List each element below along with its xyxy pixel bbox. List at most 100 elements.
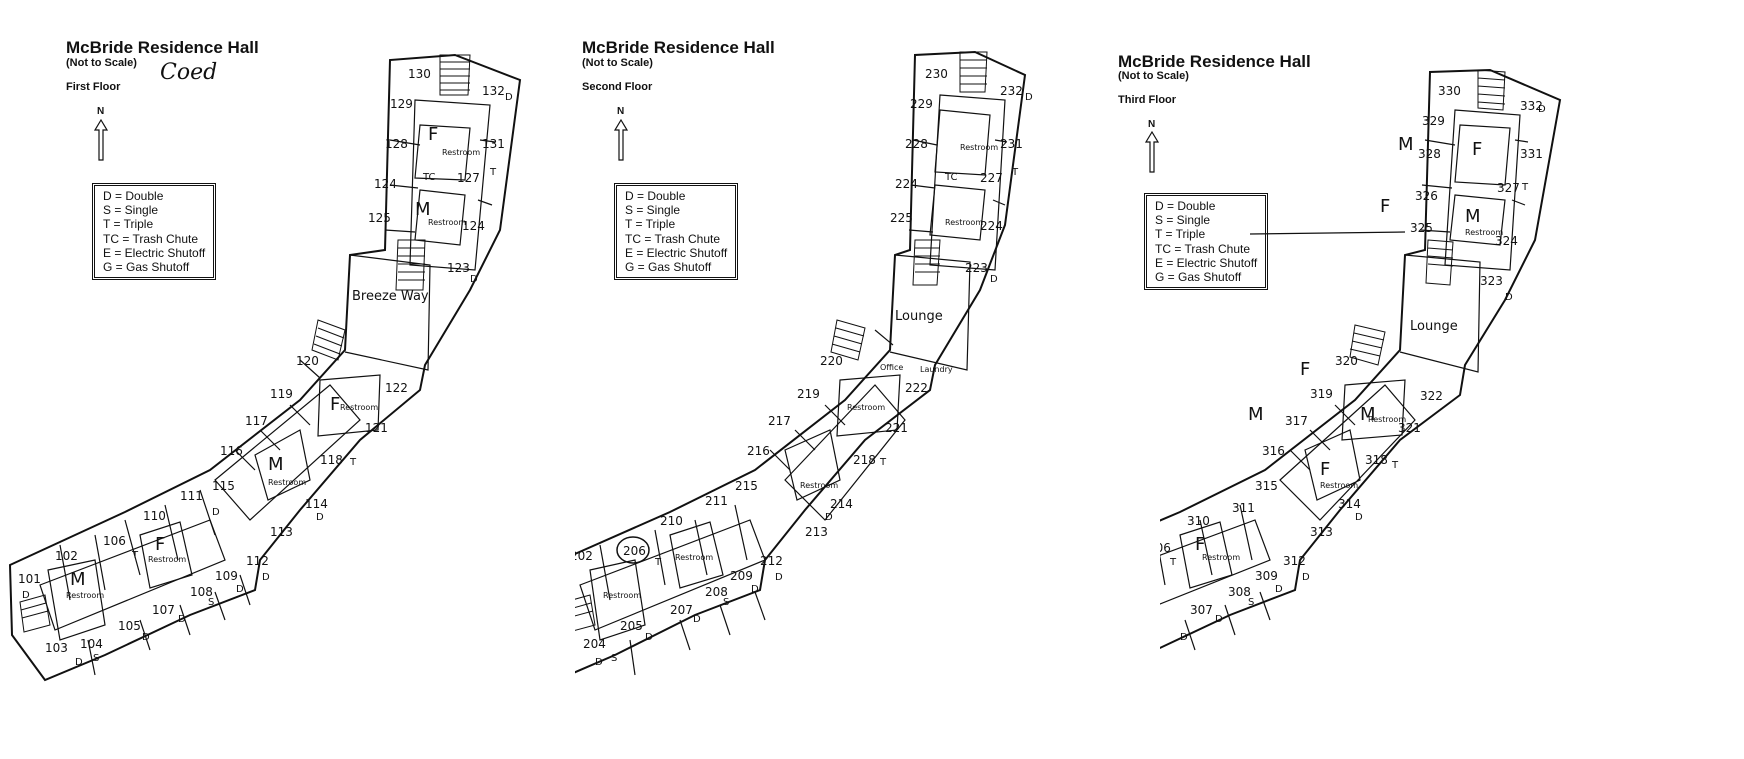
room-229: 229 (910, 97, 933, 111)
building-outline (8, 53, 522, 682)
legend-entry: D = Double (1155, 199, 1216, 213)
legend-entry: S = Single (625, 203, 681, 218)
room-112: 112 (246, 554, 269, 568)
room-318: 318 (1365, 453, 1388, 467)
room-106: 106 (103, 534, 126, 548)
legend-entry: S = Single (1155, 213, 1211, 228)
handwritten-female-mark: F (1380, 196, 1390, 217)
floor-label: Third Floor (1118, 94, 1177, 106)
room-type-single: S (93, 653, 99, 664)
scale-note: (Not to Scale) (1118, 70, 1189, 82)
room-type-double: D (595, 657, 603, 668)
legend-entry: T = Triple (1155, 227, 1206, 242)
room-322: 322 (1420, 389, 1443, 403)
womens-restroom-marker: F (428, 124, 438, 145)
room-224-east: 224 (980, 219, 1003, 233)
room-124-east: 124 (462, 219, 485, 233)
room-328: 328 (1418, 147, 1441, 161)
office-label: Office (880, 363, 903, 372)
restroom-label: Restroom (1320, 481, 1358, 490)
room-type-double: D (262, 572, 270, 583)
room-type-single: S (611, 653, 617, 664)
floor-plan-first-floor: McBride Residence Hall (Not to Scale) Co… (0, 0, 570, 759)
restroom-label: Restroom (66, 591, 104, 600)
room-214: 214 (830, 497, 853, 511)
room-320: 320 (1335, 354, 1358, 368)
room-221: 221 (885, 421, 908, 435)
room-206: 206 (623, 544, 646, 558)
room-321: 321 (1398, 421, 1421, 435)
restroom-label: Restroom (148, 555, 186, 564)
legend-entry: G = Gas Shutoff (625, 260, 712, 275)
room-316: 316 (1262, 444, 1285, 458)
legend: D = Double S = Single T = Triple TC = Tr… (614, 183, 738, 281)
mens-restroom-marker: M (1465, 206, 1481, 227)
room-type-single: S (208, 597, 214, 608)
room-type-triple: T (654, 557, 662, 568)
room-225: 225 (890, 211, 913, 225)
womens-restroom-marker: F (330, 394, 340, 415)
room-325: 325 (1410, 221, 1433, 235)
room-219: 219 (797, 387, 820, 401)
room-330: 330 (1438, 84, 1461, 98)
room-115: 115 (212, 479, 235, 493)
room-type-double: D (775, 572, 783, 583)
room-type-triple: T (131, 550, 139, 561)
room-type-double: D (1215, 614, 1223, 625)
room-type-double: D (75, 657, 83, 668)
room-213: 213 (805, 525, 828, 539)
room-129: 129 (390, 97, 413, 111)
room-labels: 301 302 303 304 305 306 307 308 309 310 … (1160, 84, 1546, 643)
room-217: 217 (768, 414, 791, 428)
room-type-triple: T (879, 457, 887, 468)
room-329: 329 (1422, 114, 1445, 128)
womens-restroom-marker: F (1320, 459, 1330, 480)
room-207: 207 (670, 603, 693, 617)
room-101: 101 (18, 572, 41, 586)
room-type-double: D (693, 614, 701, 625)
room-113: 113 (270, 525, 293, 539)
room-120: 120 (296, 354, 319, 368)
room-319: 319 (1310, 387, 1333, 401)
room-type-triple: T (1169, 557, 1177, 568)
restroom-label: Restroom (1202, 553, 1240, 562)
north-arrow-icon (93, 118, 109, 161)
room-327: 327 (1497, 181, 1520, 195)
building-outline (1160, 68, 1562, 651)
room-type-double: D (22, 590, 30, 601)
legend-entry: D = Double (103, 189, 164, 203)
restroom-label: Restroom (800, 481, 838, 490)
restroom-label: Restroom (847, 403, 885, 412)
scale-note: (Not to Scale) (66, 57, 137, 69)
room-type-double: D (1025, 92, 1033, 103)
lounge-label: Lounge (895, 309, 943, 324)
room-324: 324 (1495, 234, 1518, 248)
legend-entry: T = Triple (103, 217, 154, 232)
room-108: 108 (190, 585, 213, 599)
room-labels: 201 202 203 204 205 206 207 208 209 210 … (575, 67, 1033, 668)
room-230: 230 (925, 67, 948, 81)
room-202: 202 (575, 549, 593, 563)
room-132: 132 (482, 84, 505, 98)
north-label: N (617, 106, 625, 117)
room-211: 211 (705, 494, 728, 508)
room-114: 114 (305, 497, 328, 511)
room-type-double: D (1275, 584, 1283, 595)
room-205: 205 (620, 619, 643, 633)
room-type-single: S (1248, 597, 1254, 608)
room-209: 209 (730, 569, 753, 583)
room-type-double: D (316, 512, 324, 523)
room-231: 231 (1000, 137, 1023, 151)
room-116: 116 (220, 444, 243, 458)
room-220: 220 (820, 354, 843, 368)
room-111: 111 (180, 489, 203, 503)
room-type-triple: T (1391, 460, 1399, 471)
north-arrow-icon (613, 118, 629, 161)
page-title: McBride Residence Hall (582, 38, 775, 57)
floor-plan-second-floor: McBride Residence Hall (Not to Scale) Se… (575, 0, 1150, 759)
room-223: 223 (965, 261, 988, 275)
room-107: 107 (152, 603, 175, 617)
handwritten-male-mark: M (1248, 404, 1264, 425)
room-232: 232 (1000, 84, 1023, 98)
room-type-double: D (990, 274, 998, 285)
